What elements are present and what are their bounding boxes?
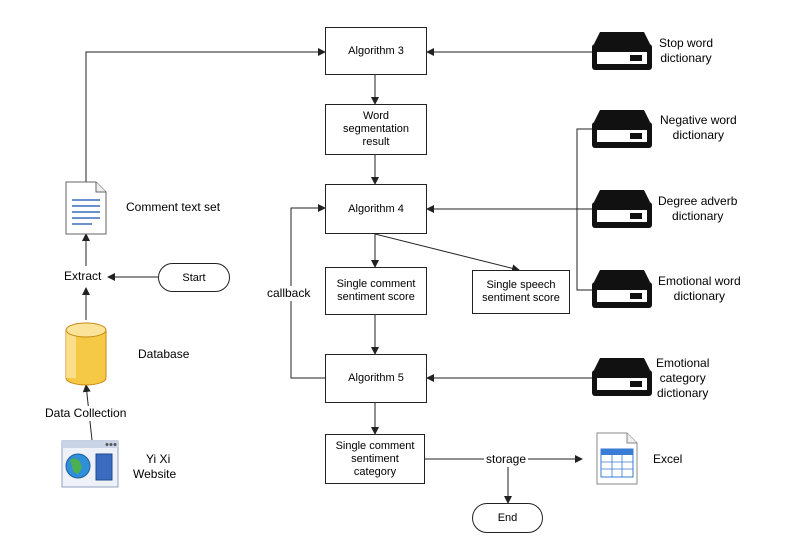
document-icon <box>65 181 107 235</box>
single-comment-score-line-2: sentiment score <box>337 291 415 303</box>
degree-adverb-line-1: Degree adverb <box>658 194 738 208</box>
negative-word-dictionary-label: Negative word dictionary <box>660 113 737 143</box>
stop-word-dictionary-label: Stop word dictionary <box>659 36 713 66</box>
server-icon <box>592 110 652 148</box>
emotional-word-line-1: Emotional word <box>658 274 741 288</box>
arrow-alg4-to-speech-score <box>374 233 520 273</box>
storage-label: storage <box>484 452 529 467</box>
data-collection-label: Data Collection <box>45 406 127 421</box>
website-icon <box>61 440 119 488</box>
spreadsheet-icon <box>596 432 638 485</box>
server-icon <box>592 190 652 228</box>
single-comment-category-line-1: Single comment <box>335 439 415 452</box>
start-label: Start <box>182 271 206 284</box>
single-comment-score-box: Single comment sentiment score <box>325 267 427 315</box>
stop-word-line-2: dictionary <box>660 51 712 65</box>
algorithm4-box: Algorithm 4 <box>325 184 427 234</box>
website-label-line-1: Yi Xi <box>146 452 171 466</box>
word-segmentation-line-2: segmentation <box>342 123 410 135</box>
word-segmentation-line-3: result <box>362 136 390 148</box>
start-terminal: Start <box>158 263 230 292</box>
word-segmentation-line-1: Word <box>362 110 390 122</box>
degree-adverb-dictionary-label: Degree adverb dictionary <box>658 194 737 224</box>
single-comment-category-line-3: category <box>353 465 397 478</box>
database-label: Database <box>138 347 190 361</box>
negative-word-line-1: Negative word <box>660 113 737 127</box>
emotional-word-dictionary-label: Emotional word dictionary <box>658 274 741 304</box>
word-segmentation-box: Word segmentation result <box>325 104 427 155</box>
server-icon <box>592 358 652 396</box>
server-icon <box>592 270 652 308</box>
callback-label: callback <box>266 286 312 301</box>
stop-word-line-1: Stop word <box>659 36 714 50</box>
algorithm5-label: Algorithm 5 <box>348 372 404 384</box>
single-comment-category-line-2: sentiment <box>351 452 399 465</box>
negative-word-line-2: dictionary <box>672 128 725 142</box>
single-speech-score-box: Single speech sentiment score <box>472 270 570 314</box>
server-icon <box>592 32 652 70</box>
arrow-comments-to-algorithm3 <box>85 48 326 182</box>
degree-adverb-line-2: dictionary <box>672 209 724 223</box>
end-label: End <box>497 512 518 524</box>
end-terminal: End <box>472 503 543 533</box>
emotional-word-line-2: dictionary <box>673 289 726 303</box>
algorithm3-label: Algorithm 3 <box>348 44 404 57</box>
algorithm3-box: Algorithm 3 <box>325 27 427 75</box>
algorithm4-label: Algorithm 4 <box>348 202 404 215</box>
emotional-category-line-2: category <box>659 371 706 385</box>
single-comment-category-box: Single comment sentiment category <box>325 434 425 484</box>
comment-text-set-label: Comment text set <box>126 200 221 214</box>
algorithm5-box: Algorithm 5 <box>325 354 427 403</box>
database-icon <box>65 322 107 386</box>
emotional-category-line-3: dictionary <box>657 386 709 400</box>
single-speech-score-line-1: Single speech <box>486 279 556 291</box>
excel-label: Excel <box>653 452 683 466</box>
emotional-category-line-1: Emotional <box>656 356 710 370</box>
emotional-category-dictionary-label: Emotional category dictionary <box>656 356 709 401</box>
extract-label: Extract <box>64 269 102 284</box>
website-label-line-2: Website <box>133 467 177 481</box>
single-speech-score-line-2: sentiment score <box>482 292 560 304</box>
single-comment-score-line-1: Single comment <box>336 278 416 290</box>
